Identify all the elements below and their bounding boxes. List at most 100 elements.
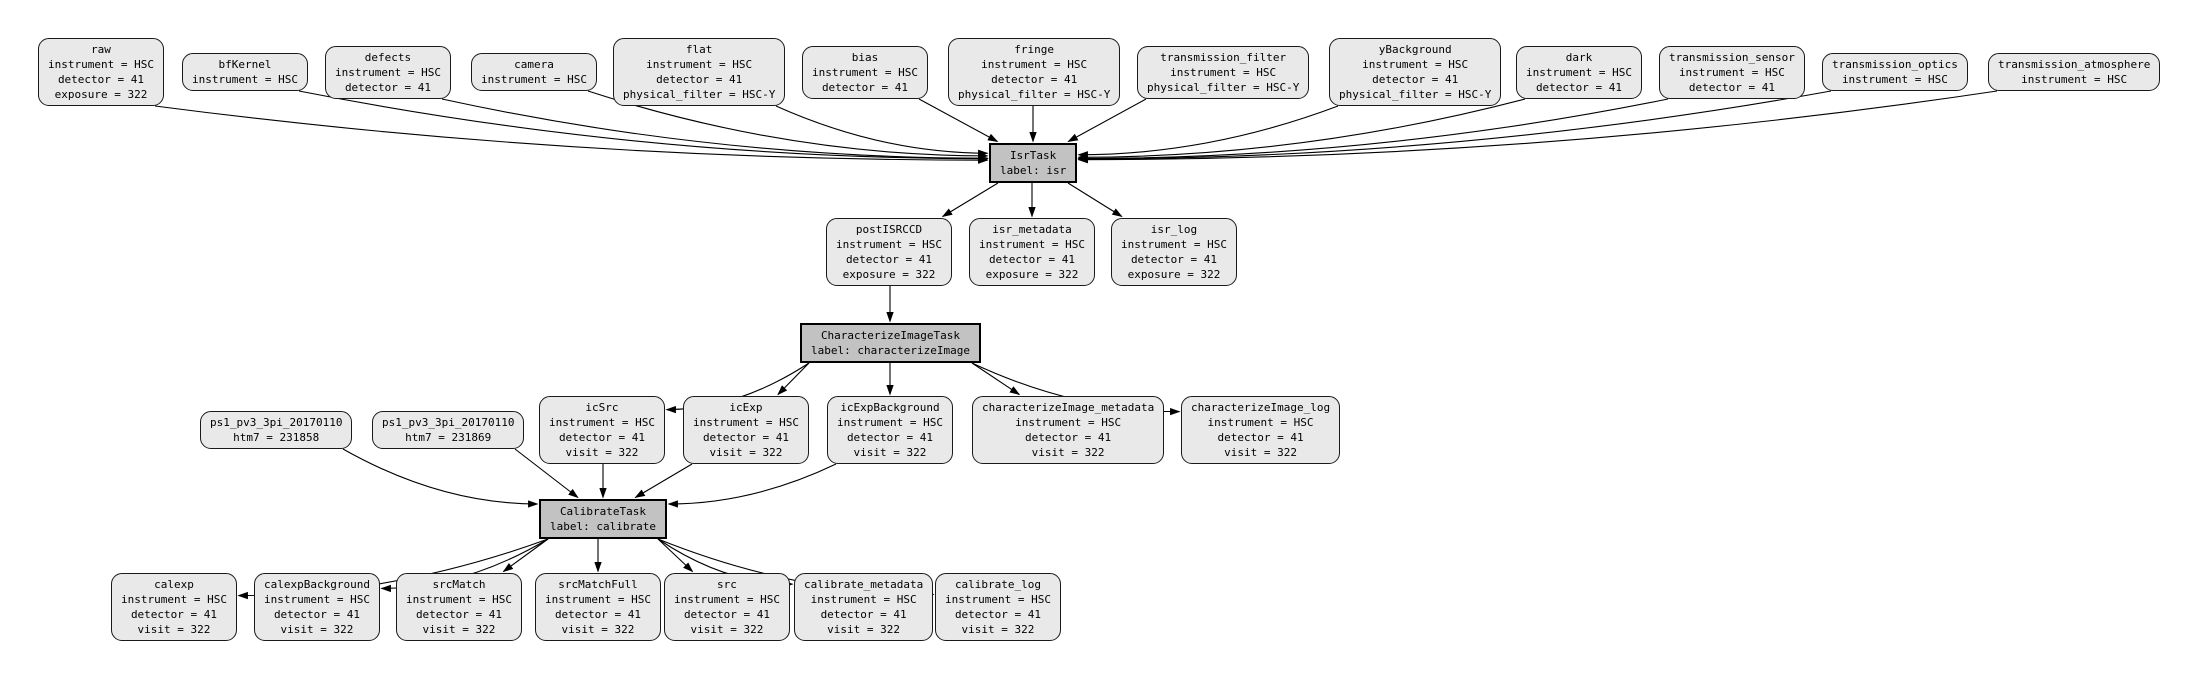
node-attribute: detector = 41: [845, 253, 933, 266]
node-title: bfKernel: [218, 58, 272, 71]
node-title: srcMatch: [432, 578, 486, 591]
node-title: yBackground: [1378, 43, 1452, 56]
node-attribute: detector = 41: [991, 73, 1078, 86]
node-attribute: detector = 41: [1025, 431, 1112, 444]
dataset-node-dark: dark instrument = HSC detector = 41: [1516, 46, 1642, 99]
node-title: transmission_atmosphere: [1998, 58, 2151, 71]
node-attribute: detector = 41: [1372, 73, 1459, 86]
node-title: characterizeImage_metadata: [982, 401, 1155, 414]
node-title: isr_log: [1150, 223, 1198, 236]
node-title: dark: [1565, 51, 1593, 64]
node-attribute: instrument = HSC: [1526, 66, 1632, 79]
node-title: transmission_filter: [1160, 51, 1287, 64]
node-attribute: visit = 322: [827, 623, 901, 636]
node-attribute: instrument = HSC: [837, 416, 943, 429]
node-attribute: instrument = HSC: [836, 238, 942, 251]
dataset-node-transmission_atmosphere: transmission_atmosphere instrument = HSC: [1988, 53, 2161, 91]
edge-characterizeImage_task-to-icExp: [777, 362, 810, 396]
edge-transmission_atmosphere-to-isr_task: [1077, 90, 1998, 164]
node-title: transmission_sensor: [1669, 51, 1795, 64]
node-title: calibrate_metadata: [804, 578, 924, 591]
edge-dark-to-isr_task: [1077, 98, 1526, 161]
node-attribute: detector = 41: [683, 608, 771, 621]
edge-yBackground-to-isr_task: [1077, 105, 1339, 159]
node-attribute: detector = 41: [554, 608, 642, 621]
node-attribute: instrument = HSC: [1362, 58, 1469, 71]
node-attribute: instrument = HSC: [406, 593, 512, 606]
node-title: calexpBackground: [264, 578, 370, 591]
node-attribute: instrument = HSC: [674, 593, 780, 606]
dataset-node-yBackground: yBackground instrument = HSC detector = 41…: [1329, 38, 1502, 106]
node-attribute: detector = 41: [820, 608, 907, 621]
node-attribute: physical_filter = HSC-Y: [1147, 81, 1300, 94]
node-title: calexp: [154, 578, 194, 591]
node-attribute: detector = 41: [1535, 81, 1623, 94]
node-attribute: visit = 322: [853, 446, 927, 459]
node-attribute: instrument = HSC: [48, 58, 154, 71]
node-attribute: visit = 322: [561, 623, 635, 636]
node-title: CalibrateTask: [559, 505, 647, 518]
dataset-node-transmission_optics: transmission_optics instrument = HSC: [1822, 53, 1968, 91]
node-attribute: detector = 41: [988, 253, 1076, 266]
node-attribute: exposure = 322: [985, 268, 1079, 281]
dataset-node-defects: defects instrument = HSC detector = 41: [325, 46, 451, 99]
node-attribute: detector = 41: [558, 431, 646, 444]
edge-icExpBackground-to-calibrate_task: [667, 463, 837, 508]
node-attribute: instrument = HSC: [1841, 73, 1948, 86]
node-attribute: instrument = HSC: [1678, 66, 1785, 79]
node-attribute: physical_filter = HSC-Y: [1339, 88, 1492, 101]
edge-transmission_filter-to-isr_task: [1067, 98, 1147, 143]
edge-bias-to-isr_task: [918, 98, 999, 143]
node-attribute: detector = 41: [846, 431, 934, 444]
node-attribute: instrument = HSC: [1170, 66, 1277, 79]
node-attribute: detector = 41: [656, 73, 743, 86]
node-title: ps1_pv3_3pi_20170110: [382, 416, 515, 429]
node-attribute: instrument = HSC: [693, 416, 799, 429]
node-attribute: detector = 41: [1688, 81, 1775, 94]
edge-isr_task-to-postISRCCD: [941, 182, 999, 218]
edge-ps1_refcat_231858-to-calibrate_task: [342, 448, 539, 508]
node-title: defects: [364, 51, 412, 64]
node-attribute: physical_filter = HSC-Y: [623, 88, 776, 101]
node-title: postISRCCD: [855, 223, 923, 236]
node-title: ps1_pv3_3pi_20170110: [210, 416, 343, 429]
edge-isr_task-to-isr_log: [1067, 182, 1123, 218]
edge-flat-to-isr_task: [775, 105, 989, 157]
node-attribute: detector = 41: [273, 608, 361, 621]
dataset-node-transmission_filter: transmission_filter instrument = HSC physi…: [1137, 46, 1310, 99]
node-title: raw: [91, 43, 111, 56]
node-attribute: instrument = HSC: [335, 66, 441, 79]
node-attribute: instrument = HSC: [945, 593, 1051, 606]
node-attribute: exposure = 322: [54, 88, 148, 101]
node-attribute: instrument = HSC: [810, 593, 917, 606]
edge-calibrate_task-to-src: [657, 538, 694, 573]
node-title: transmission_optics: [1832, 58, 1958, 71]
node-attribute: detector = 41: [1217, 431, 1304, 444]
node-title: bias: [851, 51, 879, 64]
node-attribute: instrument = HSC: [2021, 73, 2128, 86]
node-attribute: instrument = HSC: [1121, 238, 1227, 251]
node-title: camera: [514, 58, 554, 71]
node-attribute: instrument = HSC: [979, 238, 1085, 251]
node-attribute: visit = 322: [280, 623, 354, 636]
node-attribute: htm7 = 231869: [405, 431, 492, 444]
node-attribute: visit = 322: [961, 623, 1035, 636]
node-attribute: detector = 41: [344, 81, 432, 94]
node-attribute: label: characterizeImage: [811, 344, 970, 357]
node-attribute: instrument = HSC: [1207, 416, 1314, 429]
edge-bfKernel-to-isr_task: [298, 90, 989, 163]
node-attribute: instrument = HSC: [981, 58, 1088, 71]
